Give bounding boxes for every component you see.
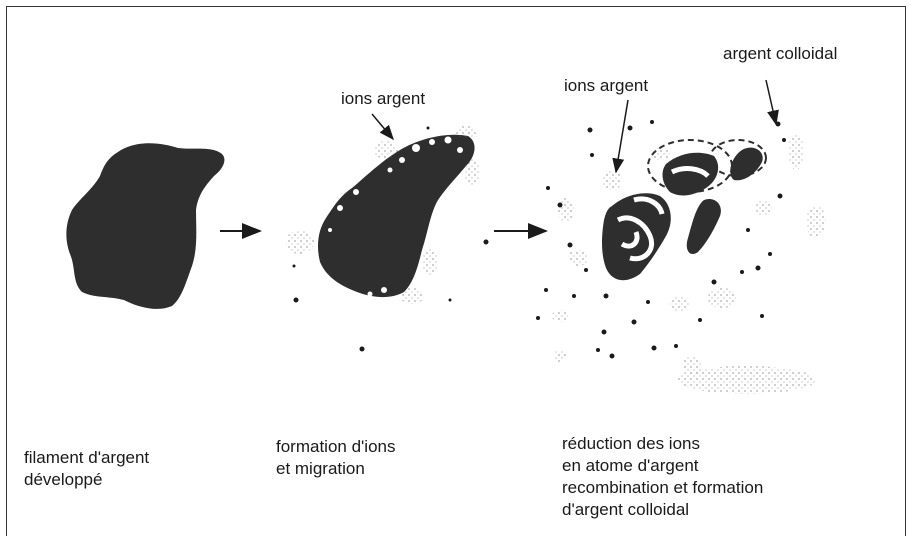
- caption-stage2-line2: et migration: [276, 459, 365, 478]
- caption-stage3: réduction des ions en atome d'argent rec…: [562, 433, 763, 521]
- caption-stage1-line1: filament d'argent: [24, 448, 150, 467]
- label-argent-colloidal: argent colloidal: [723, 44, 838, 63]
- caption-stage3-line4: d'argent colloidal: [562, 500, 690, 519]
- caption-stage2-line1: formation d'ions: [276, 437, 396, 456]
- caption-stage1-line2: développé: [24, 470, 103, 489]
- stage2-white-specks: [328, 136, 463, 297]
- stage2-stipple: [286, 126, 480, 304]
- caption-stage1: filament d'argent développé: [24, 447, 149, 491]
- stage3-particle: [536, 120, 826, 394]
- stage3-silver-fragments: [602, 147, 763, 281]
- stage2-dots: [292, 126, 489, 352]
- caption-stage3-line2: en atome d'argent: [562, 456, 699, 475]
- caption-stage3-line3: recombination et formation: [562, 478, 764, 497]
- caption-stage3-line1: réduction des ions: [562, 434, 700, 453]
- silver-filament-blob: [66, 143, 225, 309]
- pointer-ions-argent-2: [612, 99, 629, 174]
- figure-frame: [6, 6, 906, 536]
- stage3-dots: [536, 120, 786, 359]
- label-ions-argent-stage3: ions argent: [564, 76, 649, 95]
- pointer-ions-argent-1: [371, 113, 394, 141]
- stage3-stipple: [552, 134, 826, 394]
- stage2-silver-blob: [318, 134, 475, 298]
- stage3-outline-rings: [647, 139, 767, 193]
- label-ions-argent-stage2: ions argent: [341, 89, 426, 108]
- caption-stage2: formation d'ions et migration: [276, 436, 395, 480]
- stage2-particle: [286, 126, 489, 352]
- pointer-argent-colloidal: [765, 79, 779, 126]
- stage3-white-mottle: [616, 166, 710, 262]
